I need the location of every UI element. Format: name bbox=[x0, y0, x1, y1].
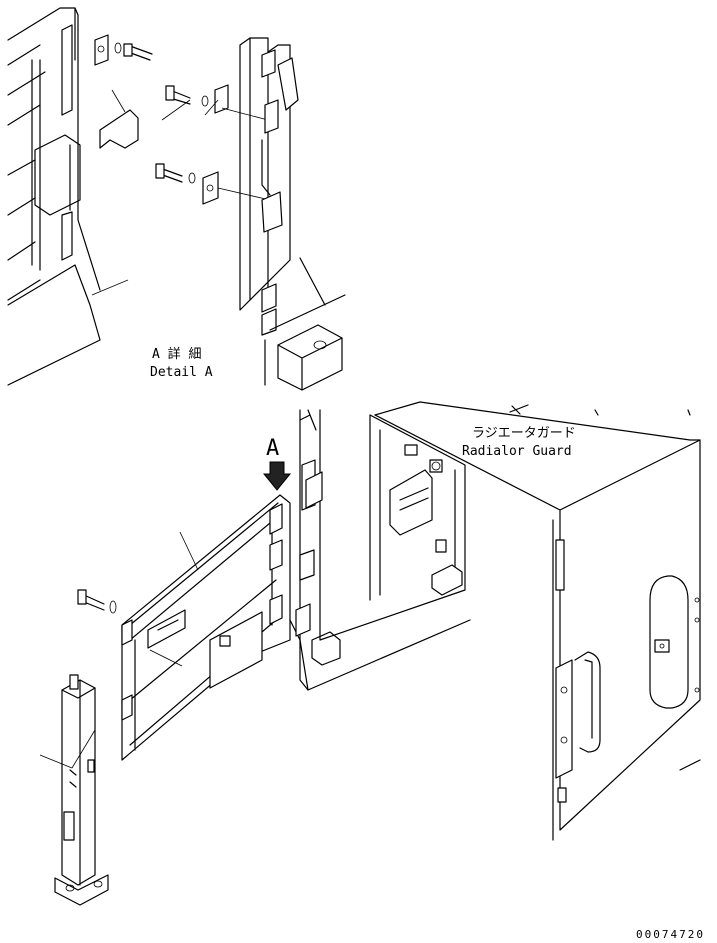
radiator-label-jp: ラジエータガード bbox=[472, 426, 576, 441]
detail-a-view: A 詳 細 Detail A bbox=[7, 7, 346, 391]
radiator-label-en: Radialor Guard bbox=[462, 444, 572, 459]
view-arrow-icon bbox=[262, 461, 292, 491]
view-marker-a: A bbox=[266, 436, 279, 461]
main-assembly-view: A bbox=[39, 401, 701, 906]
detail-label-en: Detail A bbox=[150, 365, 213, 380]
detail-label-jp: A 詳 細 bbox=[152, 346, 201, 362]
drawing-number: 00074720 bbox=[636, 928, 705, 941]
